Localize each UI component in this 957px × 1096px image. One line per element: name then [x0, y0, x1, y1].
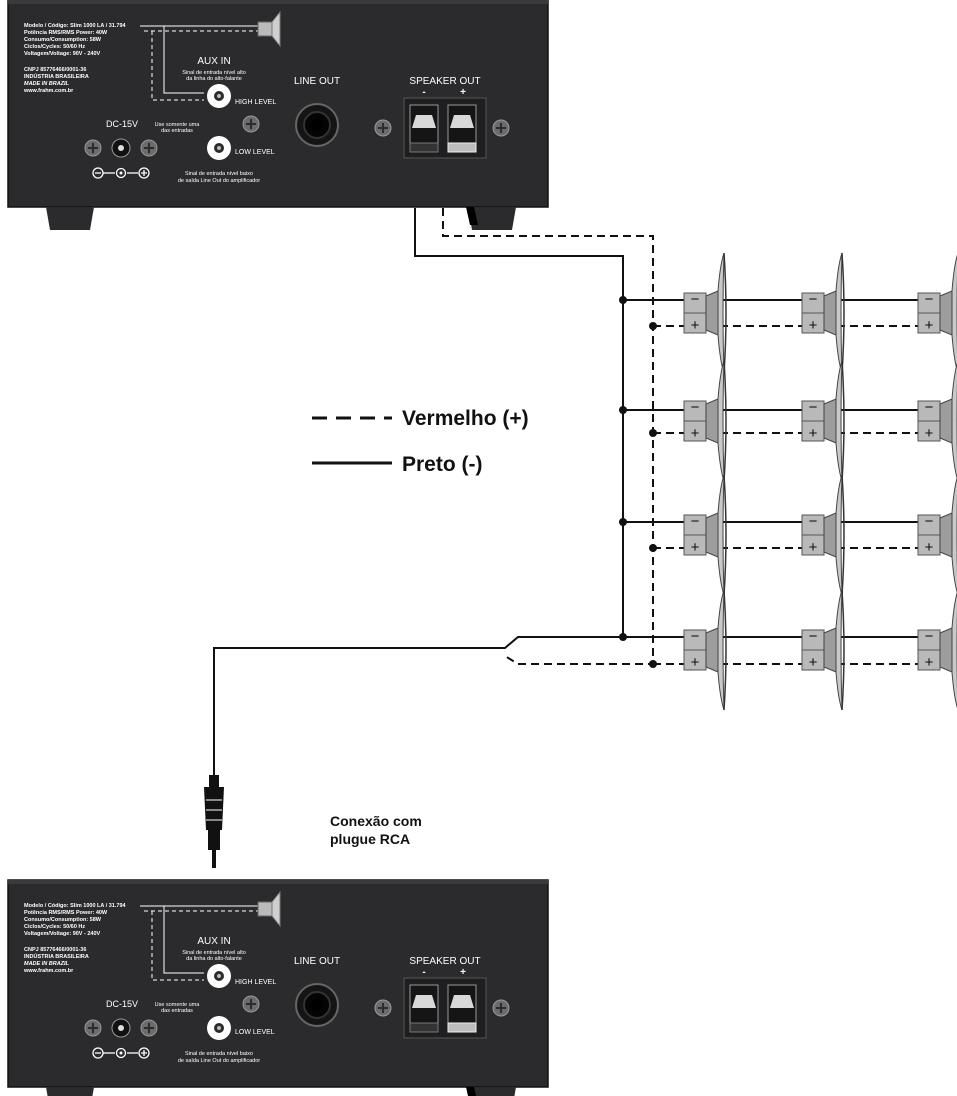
amp-top-text: Modelo / Código: Slim 1000 LA / 31.794 P…	[23, 23, 481, 184]
speaker-minus: −	[925, 628, 934, 645]
high-level-label: HIGH LEVEL	[235, 99, 276, 106]
spec-line: Voltagem/Voltage: 90V - 240V	[24, 931, 101, 937]
legend-red-label: Vermelho (+)	[402, 407, 529, 430]
use-only-note: Use somente uma	[155, 1002, 201, 1008]
rca-plug	[204, 775, 224, 868]
speaker-plus: +	[809, 539, 818, 556]
speaker-out-label: SPEAKER OUT	[409, 956, 480, 967]
company-line: MADE IN BRAZIL	[24, 961, 70, 967]
speaker	[683, 360, 727, 482]
spec-line: Consumo/Consumption: 58W	[24, 917, 102, 923]
speaker	[683, 252, 727, 374]
line-out-label: LINE OUT	[294, 76, 340, 87]
speaker-plus: +	[691, 539, 700, 556]
speaker	[917, 360, 957, 482]
speaker-out-plus: +	[460, 87, 466, 98]
speaker	[801, 474, 845, 596]
speaker-plus: +	[809, 317, 818, 334]
speaker-plus: +	[925, 654, 934, 671]
speaker-out-minus: -	[422, 87, 425, 98]
use-only-note: das entradas	[161, 128, 193, 134]
aux-in-note: Sinal de entrada nível alto	[182, 70, 246, 76]
spec-line: Potência RMS/RMS Power: 40W	[24, 30, 108, 36]
aux-in-note: da linha do alto-falante	[186, 956, 242, 962]
aux-in-note: Sinal de entrada nível alto	[182, 950, 246, 956]
speaker	[801, 252, 845, 374]
speaker-minus: −	[691, 628, 700, 645]
speaker-minus: −	[691, 291, 700, 308]
legend: Vermelho (+) Preto (-)	[312, 407, 529, 476]
speaker-plus: +	[809, 654, 818, 671]
low-level-note: de saída Line Out do amplificador	[178, 178, 260, 184]
speaker-minus: −	[925, 513, 934, 530]
speaker	[917, 474, 957, 596]
speaker-plus: +	[809, 425, 818, 442]
rca-label: plugue RCA	[330, 831, 410, 847]
spec-line: Ciclos/Cycles: 50/60 Hz	[24, 924, 85, 930]
aux-in-label: AUX IN	[197, 936, 230, 947]
dc-label: DC-15V	[106, 999, 138, 1009]
spec-line: Ciclos/Cycles: 50/60 Hz	[24, 44, 85, 50]
amp-bottom-text: Modelo / Código: Slim 1000 LA / 31.794 P…	[23, 903, 481, 1064]
spec-line: Voltagem/Voltage: 90V - 240V	[24, 51, 101, 57]
speaker-minus: −	[925, 291, 934, 308]
spec-line: Consumo/Consumption: 58W	[24, 37, 102, 43]
speaker-plus: +	[691, 425, 700, 442]
speaker-minus: −	[925, 399, 934, 416]
speaker-out-minus: -	[422, 967, 425, 978]
speaker	[801, 589, 845, 711]
speaker-plus: +	[925, 425, 934, 442]
low-level-note: Sinal de entrada nível baixo	[185, 1051, 253, 1057]
use-only-note: Use somente uma	[155, 122, 201, 128]
speaker-minus: −	[809, 628, 818, 645]
speaker	[683, 474, 727, 596]
speaker-minus: −	[809, 513, 818, 530]
low-level-label: LOW LEVEL	[235, 149, 275, 156]
speaker-plus: +	[691, 654, 700, 671]
company-line: INDÚSTRIA BRASILEIRA	[24, 953, 89, 960]
spec-line: Modelo / Código: Slim 1000 LA / 31.794	[24, 903, 127, 909]
high-level-label: HIGH LEVEL	[235, 979, 276, 986]
speaker-minus: −	[691, 399, 700, 416]
speaker-plus: +	[691, 317, 700, 334]
speaker-grid	[683, 252, 957, 711]
red-wire	[442, 208, 654, 665]
junction-dots	[619, 296, 657, 668]
line-out-label: LINE OUT	[294, 956, 340, 967]
speaker	[917, 252, 957, 374]
company-line: www.frahm.com.br	[23, 968, 74, 974]
speaker-plus: +	[925, 317, 934, 334]
low-level-note: de saída Line Out do amplificador	[178, 1058, 260, 1064]
speaker-minus: −	[809, 291, 818, 308]
company-line: MADE IN BRAZIL	[24, 81, 70, 87]
speaker-out-label: SPEAKER OUT	[409, 76, 480, 87]
rca-label: Conexão com	[330, 813, 422, 829]
speaker-out-plus: +	[460, 967, 466, 978]
company-line: INDÚSTRIA BRASILEIRA	[24, 73, 89, 80]
aux-in-note: da linha do alto-falante	[186, 76, 242, 82]
company-line: CNPJ 85776466/0001-36	[24, 67, 86, 73]
low-level-note: Sinal de entrada nível baixo	[185, 171, 253, 177]
low-level-label: LOW LEVEL	[235, 1029, 275, 1036]
speaker	[683, 589, 727, 711]
speaker-plus: +	[925, 539, 934, 556]
spec-line: Modelo / Código: Slim 1000 LA / 31.794	[24, 23, 127, 29]
dc-label: DC-15V	[106, 119, 138, 129]
speaker	[801, 360, 845, 482]
legend-black-label: Preto (-)	[402, 453, 483, 476]
speaker-minus: −	[809, 399, 818, 416]
aux-in-label: AUX IN	[197, 56, 230, 67]
black-wire	[213, 208, 624, 775]
speaker-polarity-labels: − + − + − + − + − + − + − + − + − + − + …	[691, 291, 934, 671]
speaker-minus: −	[691, 513, 700, 530]
company-line: www.frahm.com.br	[23, 88, 74, 94]
use-only-note: das entradas	[161, 1008, 193, 1014]
company-line: CNPJ 85776466/0001-36	[24, 947, 86, 953]
speaker	[917, 589, 957, 711]
spec-line: Potência RMS/RMS Power: 40W	[24, 910, 108, 916]
